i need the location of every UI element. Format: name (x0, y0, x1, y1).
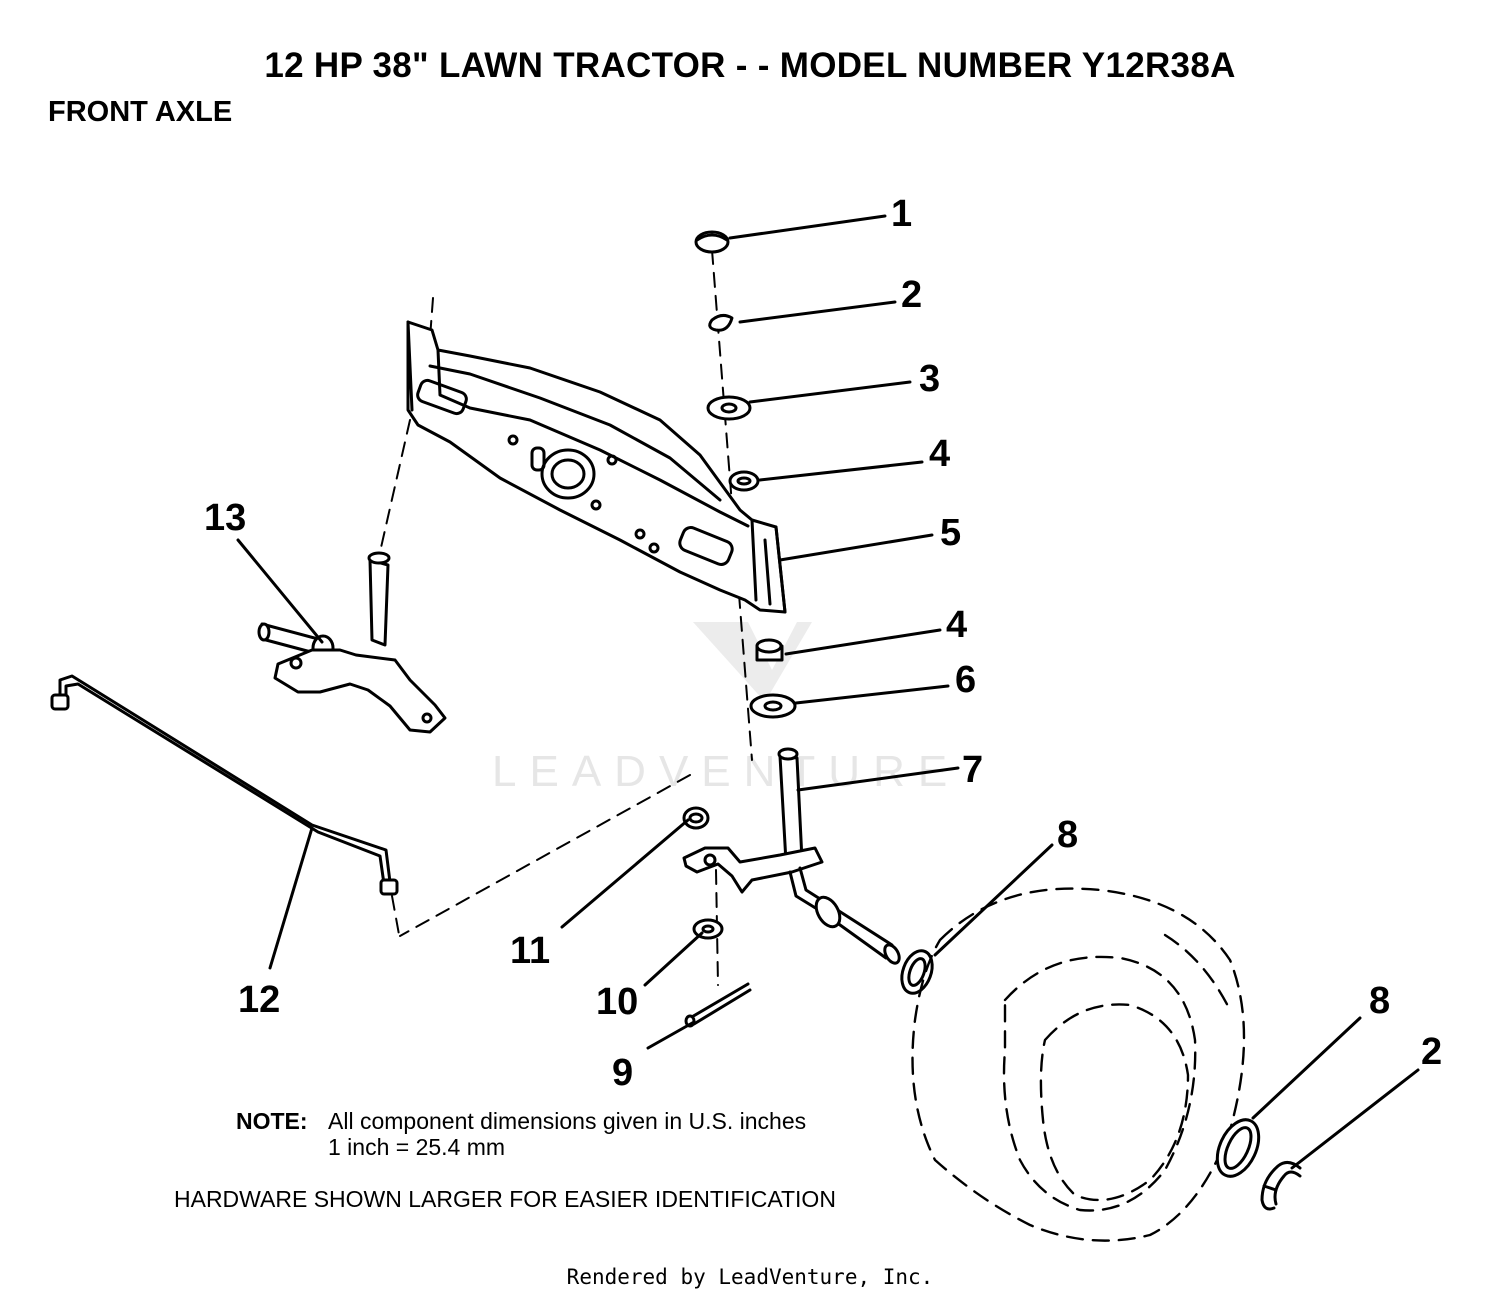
callout-8: 8 (1057, 814, 1078, 856)
dimension-note: NOTE: All component dimensions given in U… (236, 1108, 806, 1160)
leader-lines (236, 214, 1420, 1170)
callout-8-outer: 8 (1369, 980, 1390, 1022)
callout-2: 2 (901, 274, 922, 316)
callout-2-outer: 2 (1421, 1031, 1442, 1073)
front-axle-beam (406, 320, 787, 614)
callout-11: 11 (510, 930, 550, 972)
callout-10: 10 (596, 981, 638, 1023)
note-line-1: All component dimensions given in U.S. i… (328, 1108, 807, 1134)
washer-inner (900, 949, 934, 995)
spindle-left (257, 551, 447, 734)
callout-12: 12 (238, 979, 280, 1021)
note-label: NOTE: (236, 1108, 308, 1134)
callout-4: 4 (929, 433, 950, 475)
watermark-text: LEADVENTURE (492, 747, 960, 796)
page-title: 12 HP 38" LAWN TRACTOR - - MODEL NUMBER … (264, 46, 1236, 85)
callout-6: 6 (955, 659, 976, 701)
outer-wheel-hardware (1215, 1118, 1302, 1211)
note-lines: All component dimensions given in U.S. i… (328, 1108, 806, 1160)
callout-4-lower: 4 (946, 604, 967, 646)
callout-9: 9 (612, 1052, 633, 1094)
axle-hardware-top (694, 230, 760, 492)
callout-13: 13 (204, 497, 246, 539)
callout-1: 1 (891, 193, 912, 235)
callout-5: 5 (940, 512, 961, 554)
note-line-2: 1 inch = 25.4 mm (328, 1134, 506, 1160)
callout-7: 7 (962, 749, 983, 791)
section-title: FRONT AXLE (48, 96, 233, 128)
front-wheel (911, 887, 1246, 1242)
footer-credit: Rendered by LeadVenture, Inc. (566, 1265, 934, 1289)
hardware-note: HARDWARE SHOWN LARGER FOR EASIER IDENTIF… (174, 1186, 836, 1212)
callout-3: 3 (919, 358, 940, 400)
spindle-right (682, 747, 901, 965)
callouts: 1 2 3 4 5 4 6 7 8 11 10 9 12 13 8 2 (204, 193, 1442, 1094)
axle-hardware-bottom (749, 638, 797, 719)
watermark: LEADVENTURE (492, 622, 960, 796)
tie-rod (50, 674, 399, 896)
